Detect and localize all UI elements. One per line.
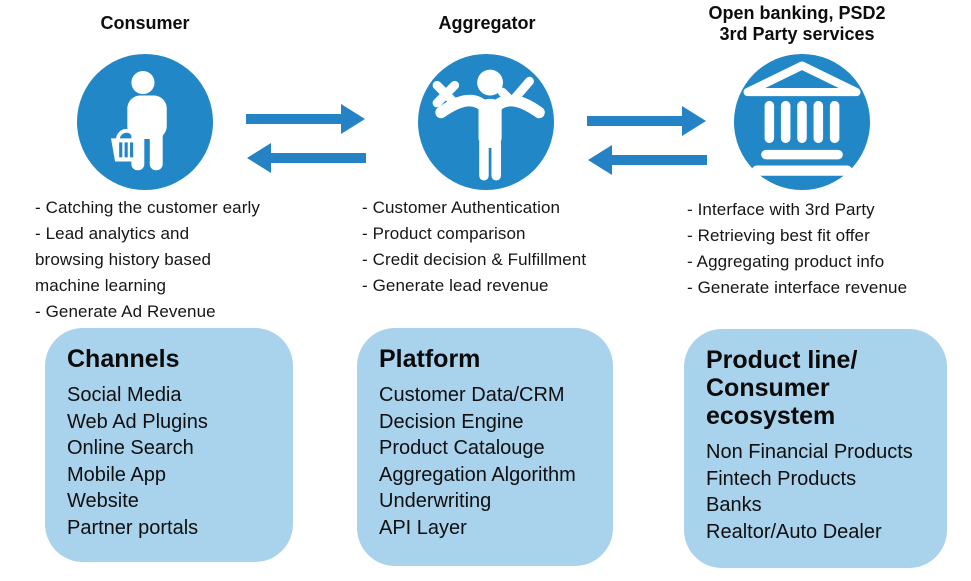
- platform-box-title: Platform: [379, 345, 481, 373]
- arrows-aggregator-openbanking: [587, 106, 707, 175]
- box-list-item: Product Catalouge: [379, 437, 545, 459]
- box-list-item: Website: [67, 490, 139, 512]
- box-list-item: API Layer: [379, 516, 467, 539]
- box-list-item: Social Media: [67, 384, 182, 406]
- box-list-item: Partner portals: [67, 516, 199, 539]
- box-list-item: Decision Engine: [379, 410, 524, 433]
- box-list-item: Online Search: [67, 437, 194, 459]
- platform-box: Platform Customer Data/CRM Decision Engin…: [357, 328, 613, 566]
- box-list-item: Realtor/Auto Dealer: [706, 520, 882, 543]
- bank-building-icon: [734, 54, 870, 190]
- arrow-left-icon: [247, 143, 366, 173]
- consumer-bullet-list: - Catching the customer early - Lead ana…: [35, 198, 260, 321]
- channels-box-title: Channels: [67, 345, 180, 373]
- check-mark-icon: [497, 76, 534, 107]
- box-list-item: Fintech Products: [706, 467, 857, 490]
- box-list-item: Underwriting: [379, 490, 492, 512]
- box-list-item: Aggregation Algorithm: [379, 463, 576, 486]
- aggregator-bullet-list: - Customer Authentication - Product comp…: [362, 198, 587, 295]
- arrow-left-icon: [588, 145, 707, 175]
- column-title-aggregator: Aggregator: [438, 13, 536, 33]
- column-title-consumer: Consumer: [100, 13, 190, 33]
- consumer-shopping-basket-icon: [77, 54, 213, 190]
- aggregator-choice-icon: [418, 54, 554, 190]
- arrows-consumer-aggregator: [246, 104, 366, 173]
- arrow-right-icon: [246, 104, 365, 134]
- product-line-box-title: Product line/ Consumer ecosystem: [706, 346, 858, 430]
- openbanking-bullet-list: - Interface with 3rd Party - Retrieving …: [687, 200, 908, 297]
- arrow-right-icon: [587, 106, 706, 136]
- product-line-box: Product line/ Consumer ecosystem Non Fin…: [684, 329, 947, 568]
- box-list-item: Mobile App: [67, 463, 166, 486]
- x-mark-icon: [432, 80, 460, 108]
- box-list-item: Customer Data/CRM: [379, 384, 565, 406]
- column-title-open-banking: Open banking, PSD2 3rd Party services: [708, 3, 886, 44]
- box-list-item: Banks: [706, 494, 762, 516]
- box-list-item: Web Ad Plugins: [67, 410, 208, 433]
- box-list-item: Non Financial Products: [706, 441, 913, 463]
